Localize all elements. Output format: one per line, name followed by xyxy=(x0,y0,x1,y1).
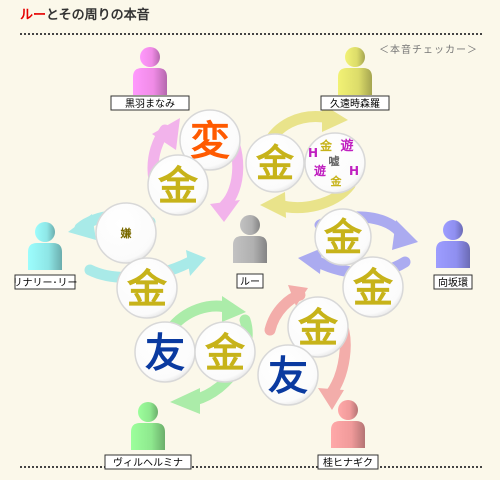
feeling-glyph: 金 xyxy=(323,216,363,260)
bubble-kosaka-kin1: 金 xyxy=(314,208,372,266)
label-kuroba: 黒羽まなみ xyxy=(110,95,190,111)
person-head xyxy=(240,215,260,235)
label-hinagiku: 桂ヒナギク xyxy=(317,454,379,470)
person-head xyxy=(138,402,158,422)
mix-glyph: 遊 xyxy=(314,163,326,178)
bubble-kuroba-hen: 変 xyxy=(179,109,241,171)
person-center xyxy=(233,215,267,263)
arrow-head xyxy=(318,388,344,410)
title-rest: とその周りの本音 xyxy=(46,8,150,23)
person-name: 桂ヒナギク xyxy=(323,456,373,469)
arrow-head xyxy=(152,118,180,150)
person-head xyxy=(443,220,463,240)
person-head xyxy=(338,400,358,420)
person-name: 久遠時森羅 xyxy=(330,97,380,110)
bubble-kuon-kin: 金 xyxy=(245,133,305,193)
mix-glyph: 遊 xyxy=(340,138,353,154)
person-body xyxy=(133,68,167,95)
page-title: ルーとその周りの本音 xyxy=(20,4,150,23)
feeling-glyph: 金 xyxy=(157,163,199,209)
bubble-wil-kin: 金 xyxy=(194,321,256,383)
bubble-hina-kin: 金 xyxy=(287,296,349,358)
feeling-glyph: 金 xyxy=(255,142,295,186)
label-wilhelmina: ヴィルヘルミナ xyxy=(104,454,192,470)
bubble-kosaka-kin2: 金 xyxy=(342,256,404,318)
person-kuroba xyxy=(133,47,167,95)
person-name: 向坂環 xyxy=(438,276,468,289)
person-name: ヴィルヘルミナ xyxy=(113,456,183,469)
person-kosaka xyxy=(436,220,470,268)
person-hinagiku xyxy=(331,400,365,448)
feeling-glyph: 変 xyxy=(190,118,230,164)
label-lily: リナリー･リー xyxy=(13,274,78,290)
person-head xyxy=(345,47,365,67)
mix-glyph: H xyxy=(308,146,318,160)
person-lily xyxy=(28,222,62,270)
bottom-divider xyxy=(20,466,482,468)
feeling-glyph: 友 xyxy=(268,353,308,399)
bubble-lily-kin: 金 xyxy=(116,257,178,319)
person-body xyxy=(331,421,365,448)
person-body xyxy=(436,241,470,268)
arrow-head xyxy=(298,248,322,274)
bubble-hina-tomo: 友 xyxy=(257,344,319,406)
arrow-head xyxy=(68,214,96,240)
bubble-wil-tomo: 友 xyxy=(134,321,196,383)
feeling-glyph: 金 xyxy=(126,266,168,312)
person-head xyxy=(140,47,160,67)
title-highlight: ルー xyxy=(20,8,47,23)
person-body xyxy=(28,243,62,270)
feeling-glyph: 金 xyxy=(352,265,394,311)
arrow-head xyxy=(322,104,348,132)
person-body xyxy=(131,423,165,450)
person-head xyxy=(35,222,55,242)
subtitle: ＜本音チェッカー＞ xyxy=(379,45,478,56)
person-body xyxy=(233,236,267,263)
mix-glyph: H xyxy=(349,164,359,178)
arrow-head xyxy=(186,250,206,276)
arrow-head xyxy=(210,200,240,222)
arrow-head xyxy=(170,388,200,414)
feeling-glyph: 友 xyxy=(145,330,185,376)
feeling-glyph: 金 xyxy=(204,330,246,376)
arrow-head xyxy=(392,220,418,250)
mix-glyph: 金 xyxy=(330,174,343,188)
top-divider xyxy=(20,33,482,35)
person-kuon xyxy=(338,47,372,95)
person-wilhelmina xyxy=(131,402,165,450)
mix-glyph: 金 xyxy=(319,138,333,153)
label-kuon: 久遠時森羅 xyxy=(320,95,390,111)
arrow-head xyxy=(222,296,246,322)
label-kosaka: 向坂環 xyxy=(433,274,473,290)
bubble-kuroba-kin: 金 xyxy=(147,154,209,216)
label-center: ルー xyxy=(236,273,264,289)
feeling-glyph: 嫌 xyxy=(120,226,132,240)
person-name: ルー xyxy=(240,277,260,288)
arrow-head xyxy=(260,192,286,218)
mix-glyph: 嘘 xyxy=(329,154,340,168)
arrow-head xyxy=(288,285,308,306)
person-body xyxy=(338,68,372,95)
person-name: リナリー･リー xyxy=(13,277,78,289)
person-name: 黒羽まなみ xyxy=(125,98,175,110)
bubble-lily-ken: 嫌 xyxy=(95,202,157,264)
feeling-glyph: 金 xyxy=(297,305,339,351)
